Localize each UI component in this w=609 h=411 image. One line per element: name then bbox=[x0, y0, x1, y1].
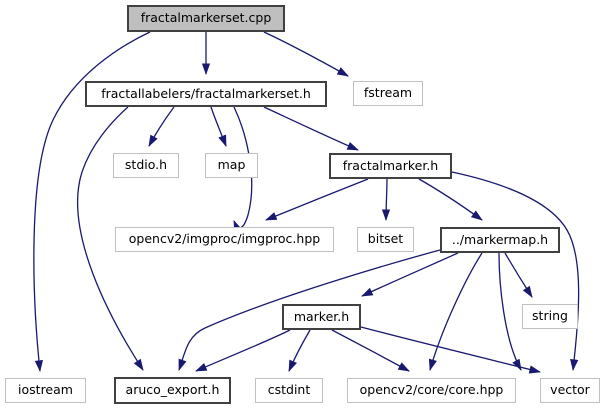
edge bbox=[381, 178, 391, 222]
edge bbox=[360, 326, 542, 374]
node-label: fractalmarkerset.cpp bbox=[140, 10, 272, 26]
edge bbox=[331, 329, 410, 372]
node-label: iostream bbox=[18, 382, 73, 398]
edge bbox=[210, 106, 227, 147]
node-fractallabelers-fractalmarkerset-h[interactable]: fractallabelers/fractalmarkerset.h bbox=[85, 81, 327, 107]
edge bbox=[498, 252, 522, 371]
edge bbox=[195, 329, 291, 372]
edge bbox=[263, 106, 359, 151]
edge bbox=[288, 329, 311, 372]
node-label: stdio.h bbox=[124, 157, 168, 173]
node-stdio-h[interactable]: stdio.h bbox=[113, 153, 179, 178]
node-aruco-export-h[interactable]: aruco_export.h bbox=[114, 377, 231, 404]
node-string[interactable]: string bbox=[522, 304, 578, 329]
node-label: marker.h bbox=[293, 308, 350, 324]
node-opencv2-core-core-hpp[interactable]: opencv2/core/core.hpp bbox=[347, 378, 516, 403]
node-vector[interactable]: vector bbox=[540, 378, 600, 403]
node-fractalmarkerset-cpp[interactable]: fractalmarkerset.cpp bbox=[127, 5, 285, 32]
node-label: aruco_export.h bbox=[125, 382, 220, 398]
edge bbox=[361, 252, 459, 297]
node-markermap-h[interactable]: ../markermap.h bbox=[440, 227, 560, 253]
edge-group bbox=[33, 31, 580, 374]
node-fstream[interactable]: fstream bbox=[353, 81, 423, 106]
node-iostream[interactable]: iostream bbox=[5, 378, 86, 403]
node-bitset[interactable]: bitset bbox=[357, 227, 414, 252]
edge bbox=[178, 249, 441, 371]
node-label: fstream bbox=[363, 85, 413, 101]
node-label: opencv2/imgproc/imgproc.hpp bbox=[128, 231, 321, 247]
node-label: fractalmarker.h bbox=[342, 157, 439, 173]
node-label: vector bbox=[550, 382, 590, 398]
edge bbox=[77, 106, 144, 371]
node-opencv2-imgproc-imgproc-hpp[interactable]: opencv2/imgproc/imgproc.hpp bbox=[115, 227, 334, 252]
edge bbox=[418, 178, 483, 221]
edge bbox=[504, 252, 533, 298]
node-label: cstdint bbox=[267, 382, 311, 398]
node-label: map bbox=[217, 157, 246, 173]
node-fractalmarker-h[interactable]: fractalmarker.h bbox=[329, 153, 452, 179]
node-map[interactable]: map bbox=[205, 153, 258, 178]
edge bbox=[263, 31, 349, 77]
edge bbox=[148, 106, 175, 147]
node-label: string bbox=[532, 308, 568, 324]
node-label: bitset bbox=[367, 231, 404, 247]
node-marker-h[interactable]: marker.h bbox=[282, 304, 361, 330]
node-label: ../markermap.h bbox=[451, 231, 549, 247]
edge bbox=[33, 31, 151, 373]
node-label: fractallabelers/fractalmarkerset.h bbox=[101, 85, 311, 101]
node-cstdint[interactable]: cstdint bbox=[255, 378, 323, 403]
edge bbox=[265, 178, 369, 221]
edge bbox=[428, 252, 483, 371]
node-label: opencv2/core/core.hpp bbox=[359, 382, 504, 398]
